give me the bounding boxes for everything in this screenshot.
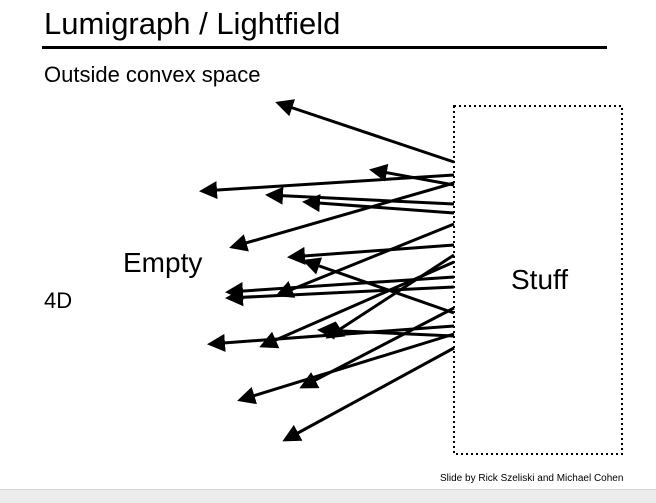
- ray-arrow: [275, 99, 455, 164]
- ray-arrow: [287, 243, 455, 265]
- ray-arrow: [259, 260, 455, 349]
- slide-title: Lumigraph / Lightfield: [44, 6, 341, 41]
- ray-arrow: [275, 222, 455, 298]
- slide-credit: Slide by Rick Szeliski and Michael Cohen: [440, 473, 624, 484]
- dimension-label: 4D: [44, 288, 73, 313]
- ray-arrow: [369, 163, 455, 187]
- stuff-box: [453, 105, 623, 455]
- ray-arrow: [237, 332, 455, 405]
- light-rays: [199, 99, 455, 442]
- ray-arrow: [302, 257, 455, 315]
- ray-arrow: [282, 346, 455, 442]
- title-divider: [42, 46, 607, 49]
- ray-arrow: [265, 186, 455, 206]
- ray-arrow: [302, 194, 455, 215]
- ray-arrow: [325, 253, 455, 339]
- stuff-label: Stuff: [511, 264, 569, 295]
- ray-arrow: [225, 285, 455, 307]
- bottom-bar: [0, 489, 656, 503]
- empty-label: Empty: [123, 247, 203, 278]
- ray-arrow: [229, 181, 455, 252]
- slide-subtitle: Outside convex space: [44, 62, 261, 87]
